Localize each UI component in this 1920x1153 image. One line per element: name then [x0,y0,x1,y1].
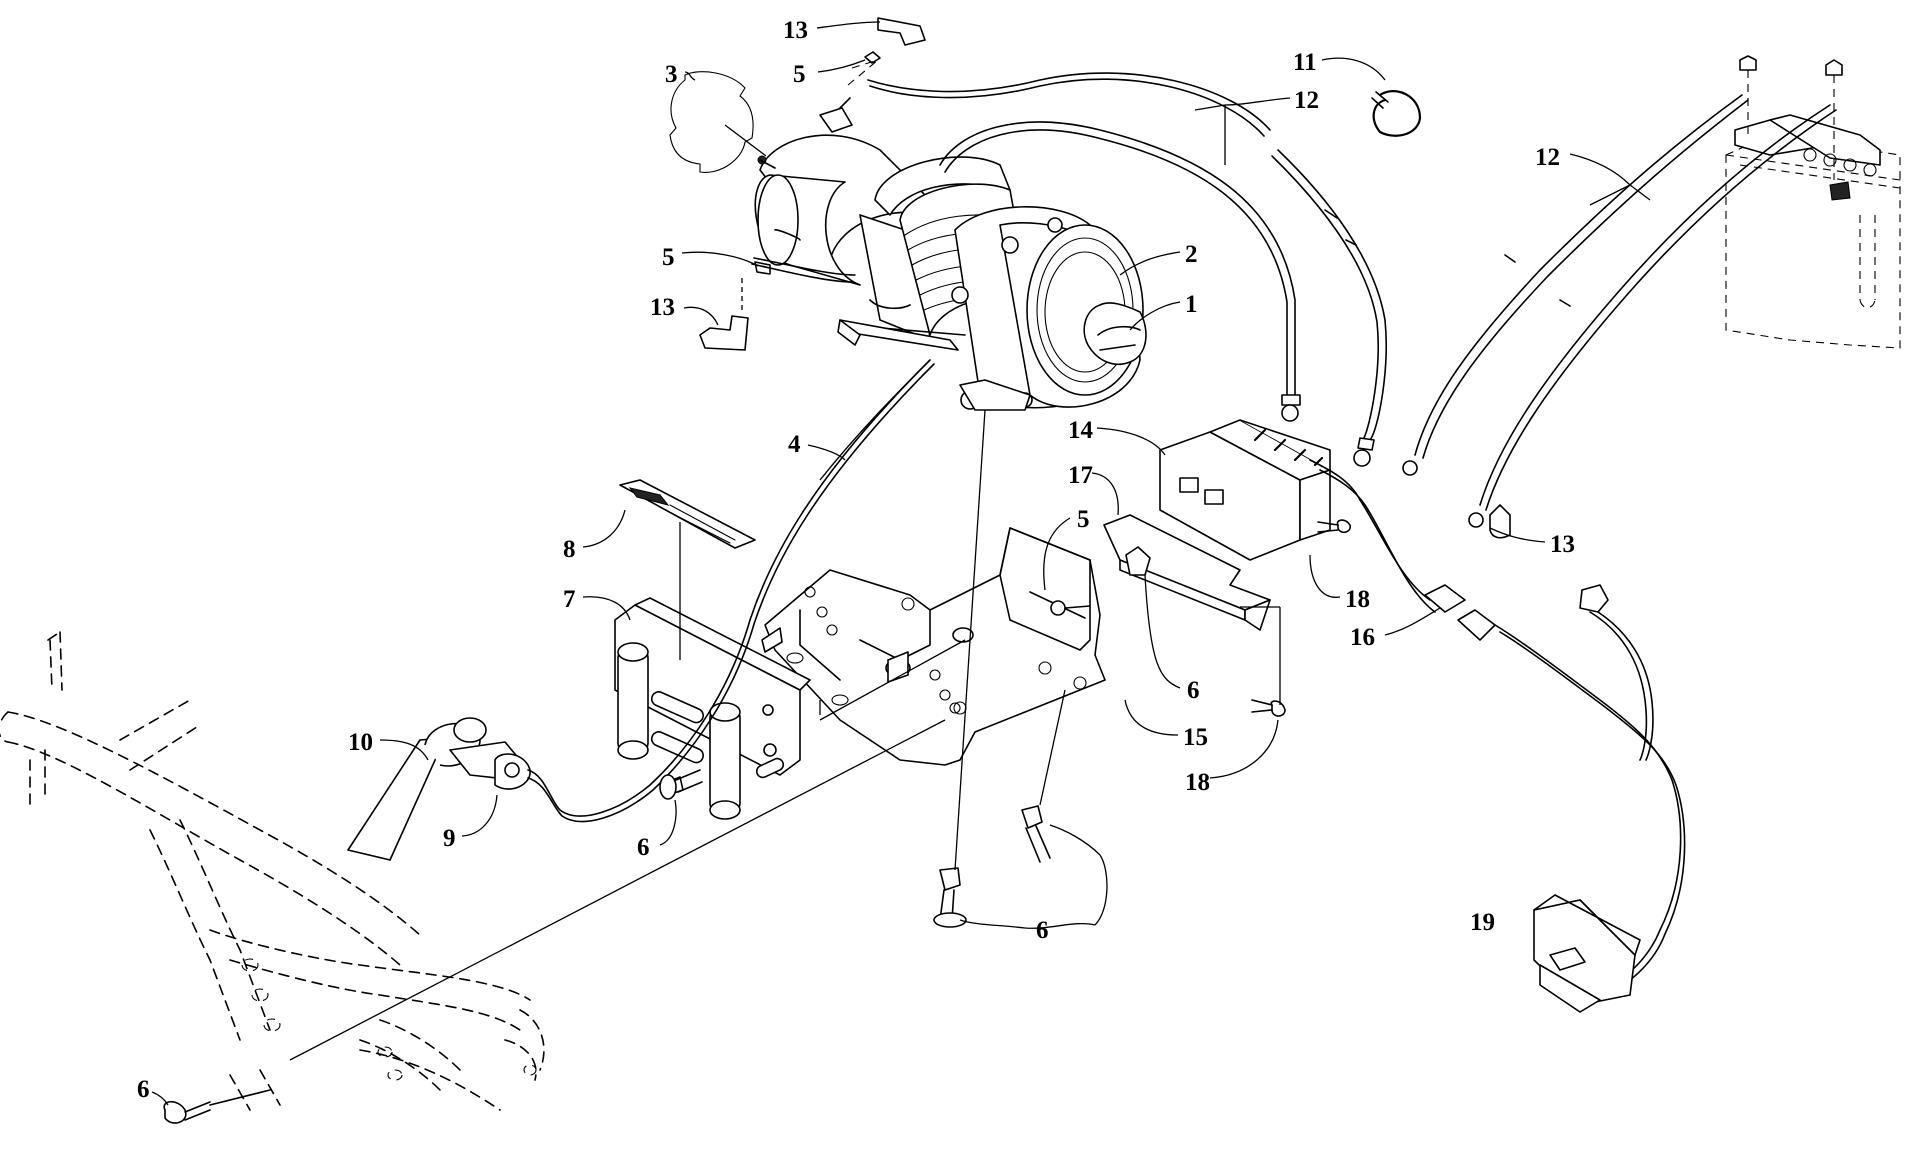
callout-leaders [151,21,1651,1106]
fasteners [163,519,1609,1124]
roller-fairlead [614,597,811,820]
battery-outline [1725,114,1901,349]
callout-1: 1 [1185,291,1198,318]
callout-13-top: 13 [783,17,808,44]
callout-13-left: 13 [650,294,675,321]
callout-6-bottom: 6 [1036,917,1049,944]
callout-14: 14 [1068,417,1094,444]
battery-cables [1402,55,1843,539]
remote-switch-harness [1494,611,1686,1013]
callout-6-hook: 6 [637,834,650,861]
winch-power-cables [939,121,1387,467]
callout-9: 9 [443,825,456,852]
winch-mount-plate [764,527,1106,766]
callout-19: 19 [1470,909,1495,936]
callout-labels: 13 5 3 5 13 2 1 11 12 12 14 17 5 13 18 1… [137,17,1575,1103]
left-cable-boot [699,257,856,351]
callout-12-right: 12 [1535,144,1560,171]
callout-12-top: 12 [1294,87,1319,114]
callout-16: 16 [1350,624,1375,651]
callout-6-right: 6 [1187,677,1200,704]
callout-11: 11 [1293,49,1317,76]
callout-2: 2 [1185,241,1198,268]
callout-5-top: 5 [793,61,806,88]
callout-17: 17 [1068,462,1093,489]
callout-5-middle: 5 [1077,506,1090,533]
callout-10: 10 [348,729,373,756]
gasket-outline [669,71,754,173]
top-cable-boot [847,17,1271,137]
callout-3: 3 [665,61,678,88]
callout-18-lower: 18 [1185,769,1210,796]
callout-6-bottom-left: 6 [137,1076,150,1103]
callout-4: 4 [788,431,801,458]
winch-assembly [754,97,1147,411]
cable-clamp-ring [1372,90,1422,137]
hook-and-strap [347,359,935,861]
front-bumper-reference [0,631,545,1111]
callout-15: 15 [1183,724,1208,751]
assembly-alignment-lines [289,409,1281,1061]
callout-18-right: 18 [1345,586,1370,613]
callout-5-left: 5 [662,244,675,271]
callout-8: 8 [563,536,576,563]
callout-7: 7 [563,586,576,613]
contactor-solenoid [1159,419,1466,613]
warning-decal [619,479,756,660]
callout-13-right: 13 [1550,531,1575,558]
